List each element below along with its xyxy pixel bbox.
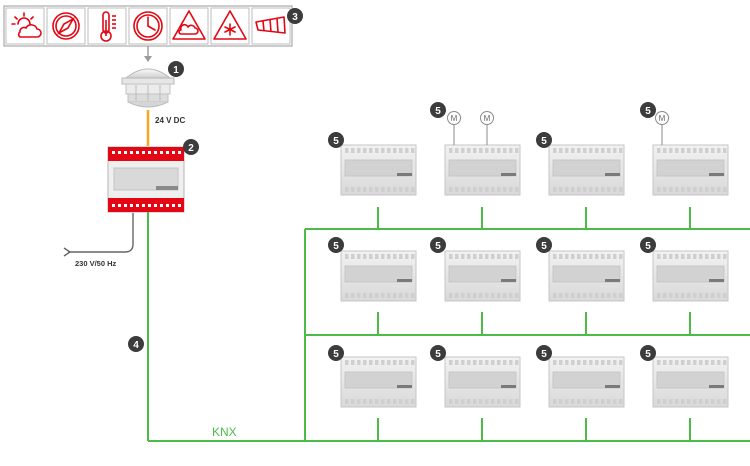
svg-text:1: 1	[173, 65, 179, 76]
mains-supply-line	[63, 213, 134, 257]
actuator-module	[340, 144, 417, 196]
callout-badge-1: 1	[168, 61, 184, 77]
callout-badge-5: 5	[430, 237, 446, 253]
knx-bus-wiring	[147, 207, 750, 442]
actuator-module	[340, 250, 417, 302]
actuator-module	[652, 356, 729, 408]
svg-text:5: 5	[333, 349, 339, 360]
clock-icon	[128, 7, 168, 45]
actuator-module	[444, 356, 521, 408]
callout-badge-5: 5	[430, 345, 446, 361]
callout-badge-5: 5	[640, 237, 656, 253]
power-supply-unit	[107, 146, 185, 213]
motor-icon: M	[655, 111, 669, 125]
motor-icon: M	[447, 111, 461, 125]
motor-icon: M	[480, 111, 494, 125]
actuator-module	[444, 250, 521, 302]
mains-voltage-label: 230 V/50 Hz	[75, 259, 117, 268]
callout-badge-5: 5	[640, 102, 656, 118]
callout-badge-5: 5	[640, 345, 656, 361]
actuator-module	[340, 356, 417, 408]
svg-text:5: 5	[435, 241, 441, 252]
svg-text:M: M	[659, 114, 666, 123]
rain-warning-icon	[169, 7, 209, 45]
svg-text:5: 5	[435, 349, 441, 360]
thermometer-icon	[87, 7, 127, 45]
svg-text:5: 5	[541, 136, 547, 147]
actuator-module	[444, 144, 521, 196]
actuator-module	[652, 144, 729, 196]
callout-badge-5: 5	[328, 345, 344, 361]
weather-station	[121, 68, 175, 108]
svg-text:2: 2	[188, 143, 194, 154]
compass-icon	[46, 7, 86, 45]
svg-text:5: 5	[333, 241, 339, 252]
sun-cloud-icon	[5, 7, 45, 45]
svg-text:5: 5	[435, 106, 441, 117]
dc-voltage-label: 24 V DC	[155, 116, 185, 125]
actuator-module	[652, 250, 729, 302]
callout-badge-5: 5	[328, 237, 344, 253]
actuator-module	[548, 356, 625, 408]
callout-badge-5: 5	[536, 132, 552, 148]
svg-text:5: 5	[541, 349, 547, 360]
actuator-grid: 5 5 5 5 5 5 5 5 5 5 5 5	[328, 102, 729, 408]
windsock-icon	[251, 7, 291, 45]
knx-bus-label: KNX	[212, 425, 237, 439]
motor-connections	[453, 124, 663, 145]
actuator-module	[548, 250, 625, 302]
sensor-function-icons	[3, 5, 293, 47]
callout-badge-5: 5	[328, 132, 344, 148]
callout-badge-4: 4	[128, 336, 144, 352]
signal-arrow	[144, 46, 152, 62]
frost-warning-icon	[210, 7, 250, 45]
svg-text:5: 5	[645, 106, 651, 117]
svg-text:5: 5	[645, 241, 651, 252]
svg-text:M: M	[451, 114, 458, 123]
svg-text:5: 5	[645, 349, 651, 360]
svg-text:5: 5	[333, 136, 339, 147]
svg-text:4: 4	[133, 340, 139, 351]
callout-badge-2: 2	[183, 139, 199, 155]
callout-badge-5: 5	[536, 345, 552, 361]
actuator-module	[548, 144, 625, 196]
svg-text:3: 3	[292, 12, 298, 23]
callout-badge-3: 3	[287, 8, 303, 24]
callout-badge-5: 5	[430, 102, 446, 118]
svg-text:5: 5	[541, 241, 547, 252]
callout-badge-5: 5	[536, 237, 552, 253]
svg-text:M: M	[484, 114, 491, 123]
